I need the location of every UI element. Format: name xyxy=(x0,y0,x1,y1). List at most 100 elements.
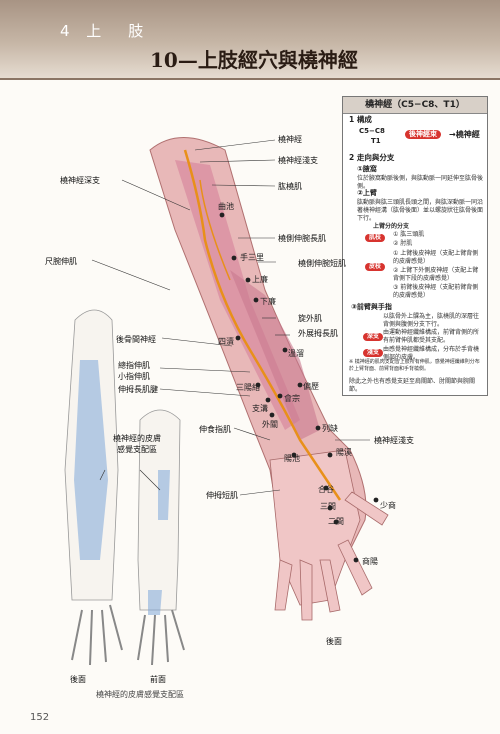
deep-branch-text: 由運動神經纖維構成，前臂背側的所有前臂伸肌都受其支配。 xyxy=(383,329,480,345)
radial-nerve-result: →橈神經 xyxy=(449,130,480,139)
label-sanyangluo: 三陽絡 xyxy=(236,383,260,392)
header-divider xyxy=(0,78,500,80)
point-lieque xyxy=(315,425,321,431)
label-edmm: 小指伸肌 xyxy=(118,372,150,381)
label-deep-branch: 橈神經深支 xyxy=(60,176,100,185)
front-arm-dermatome xyxy=(148,470,170,615)
point-pianli xyxy=(297,382,303,388)
page-header: 4 上 肢 10—上肢經穴與橈神經 xyxy=(0,0,500,78)
point-sanyangluo xyxy=(255,382,261,388)
point-zhigou xyxy=(265,397,271,403)
label-sidu: 四瀆 xyxy=(218,337,234,346)
superficial-branch-badge: 淺支 xyxy=(363,349,384,358)
label-yangxi: 陽溪 xyxy=(336,448,352,457)
point-shaoshang xyxy=(373,497,379,503)
label-eip: 伸食指肌 xyxy=(199,425,231,434)
label-ecrl: 橈側伸腕長肌 xyxy=(278,234,326,243)
branch-anconeus: ② 肘肌 xyxy=(393,240,413,247)
label-pin: 後骨間神經 xyxy=(116,335,156,344)
label-sanjian: 三間 xyxy=(320,502,336,511)
fingers xyxy=(274,491,389,621)
page-number: 152 xyxy=(30,712,50,723)
page-title: 10—上肢經穴與橈神經 xyxy=(150,48,358,72)
branch-post-antebrachial: ③ 前臂後皮神經（支配前臂背側的皮膚感覺） xyxy=(393,284,479,300)
section-1: 1 構成 xyxy=(349,115,372,124)
forearm-text: 以肱骨外上髁為主，肱橈肌的深層往背側與腹側分支下行。 xyxy=(383,313,480,329)
section-2: 2 走向與分支 xyxy=(349,153,395,162)
point-sanjian xyxy=(327,505,333,511)
label-edm: 總指伸肌 xyxy=(118,361,150,370)
label-wenliu: 溫溜 xyxy=(288,349,304,358)
back-arm-finger-bones xyxy=(71,604,123,666)
note-text-2: 除此之外也有感覺支延至肩關節、肘關節與腕關節。 xyxy=(349,378,476,394)
info-box-title: 橈神經（C5−C8、T1） xyxy=(343,97,487,115)
label-ecrb: 橈側伸腕短肌 xyxy=(298,259,346,268)
axilla-heading: ①腋窩 xyxy=(357,165,377,173)
radial-nerve-path xyxy=(183,149,342,501)
point-shanglian xyxy=(245,277,251,283)
label-epb: 伸拇短肌 xyxy=(206,491,238,500)
branch-triceps: ① 肱三頭肌 xyxy=(393,231,425,238)
radial-branch-path xyxy=(199,179,231,281)
label-pianli: 偏歷 xyxy=(303,382,319,391)
nerve-roots: C5−C8 xyxy=(359,127,385,135)
point-sidu xyxy=(235,335,241,341)
label-shousanli: 手三里 xyxy=(240,253,264,262)
point-quchi xyxy=(219,212,225,218)
muscle-branch-badge: 肌枝 xyxy=(365,234,386,243)
label-fcu: 尺腕伸肌 xyxy=(45,257,77,266)
deep-branch-badge: 深支 xyxy=(363,333,384,342)
point-shousanli xyxy=(231,255,237,261)
upper-arm-heading: ②上臂 xyxy=(357,189,377,197)
label-epl: 伸拇長肌腱 xyxy=(118,385,158,394)
label-brachioradialis: 肱橈肌 xyxy=(278,182,302,191)
point-waiguan xyxy=(269,412,275,418)
branch-post-brachial: ① 上臂後皮神經（支配上臂背側的皮膚感覺） xyxy=(393,250,479,266)
label-sup-branch-2: 橈神經淺支 xyxy=(374,436,414,445)
point-xialian xyxy=(253,297,259,303)
nerve-roots-t1: T1 xyxy=(371,137,381,145)
label-lieque: 列缺 xyxy=(322,424,338,433)
point-shangyang xyxy=(353,557,359,563)
forearm-deep-muscles xyxy=(230,270,320,440)
label-hegu: 合谷 xyxy=(318,485,334,494)
label-supinator: 旋外肌 xyxy=(298,314,322,323)
point-huizong xyxy=(277,393,283,399)
info-box: 橈神經（C5−C8、T1） 1 構成 C5−C8 T1 後神經束 →橈神經 2 … xyxy=(342,96,488,396)
point-erjian xyxy=(333,519,339,525)
label-waiguan: 外關 xyxy=(262,420,278,429)
note-text: ※ 橈神經的肌肉支配皆上肢所有伸肌，感覺神經纖維則分布於上臂背面、前臂背面和手背… xyxy=(349,359,480,372)
chapter-label: 4 上 肢 xyxy=(60,22,150,40)
upper-arm-text: 肱動脈與肱三頭肌長頭之間，與肱深動脈一同沿著橈神經溝（肱骨後面）並以螺旋狀往肱骨… xyxy=(357,199,484,223)
forearm-heading: ③前臂與手指 xyxy=(351,303,392,311)
point-yangxi xyxy=(327,452,333,458)
branch-lower-lat: ② 上臂下外側皮神經（支配上臂背側下段的皮膚感覺） xyxy=(393,267,479,283)
label-dermatome: 橈神經的皮膚感覺支配區 xyxy=(113,434,161,454)
branch-heading: 上臂分的分支 xyxy=(373,223,410,230)
label-shangyang: 商陽 xyxy=(362,557,378,566)
front-arm-finger-bones xyxy=(137,609,185,666)
superficial-branch-text: 由感覺神經纖維構成，分布於手背橈側部的皮膚。 xyxy=(383,346,480,362)
label-shanglian: 上廉 xyxy=(252,275,268,284)
posterior-cord-badge: 後神經束 xyxy=(405,130,441,140)
back-arm-dermatome xyxy=(74,360,108,560)
point-hegu xyxy=(323,485,329,491)
label-huizong: 會宗 xyxy=(284,394,300,403)
label-zhigou: 支溝 xyxy=(252,404,268,413)
label-quchi: 曲池 xyxy=(218,202,234,211)
label-radial-nerve: 橈神經 xyxy=(278,135,302,144)
label-yangchi: 陽池 xyxy=(284,454,300,463)
skin-branch-badge: 皮枝 xyxy=(365,263,386,272)
label-shaoshang: 少商 xyxy=(380,501,396,510)
label-back-skeleton: 後面 xyxy=(70,675,86,684)
label-apl: 外展拇長肌 xyxy=(298,329,338,338)
label-front-skeleton: 前面 xyxy=(150,675,166,684)
label-sup-branch: 橈神經淺支 xyxy=(278,156,318,165)
label-back-main: 後面 xyxy=(326,637,342,646)
point-yangchi xyxy=(291,452,297,458)
footer-caption: 橈神經的皮膚感覺支配區 xyxy=(96,690,184,699)
label-erjian: 二間 xyxy=(328,517,344,526)
axilla-text: 位於腋窩動脈後側，與肱動脈一同延伸至肱骨後側。 xyxy=(357,175,484,191)
point-wenliu xyxy=(282,347,288,353)
